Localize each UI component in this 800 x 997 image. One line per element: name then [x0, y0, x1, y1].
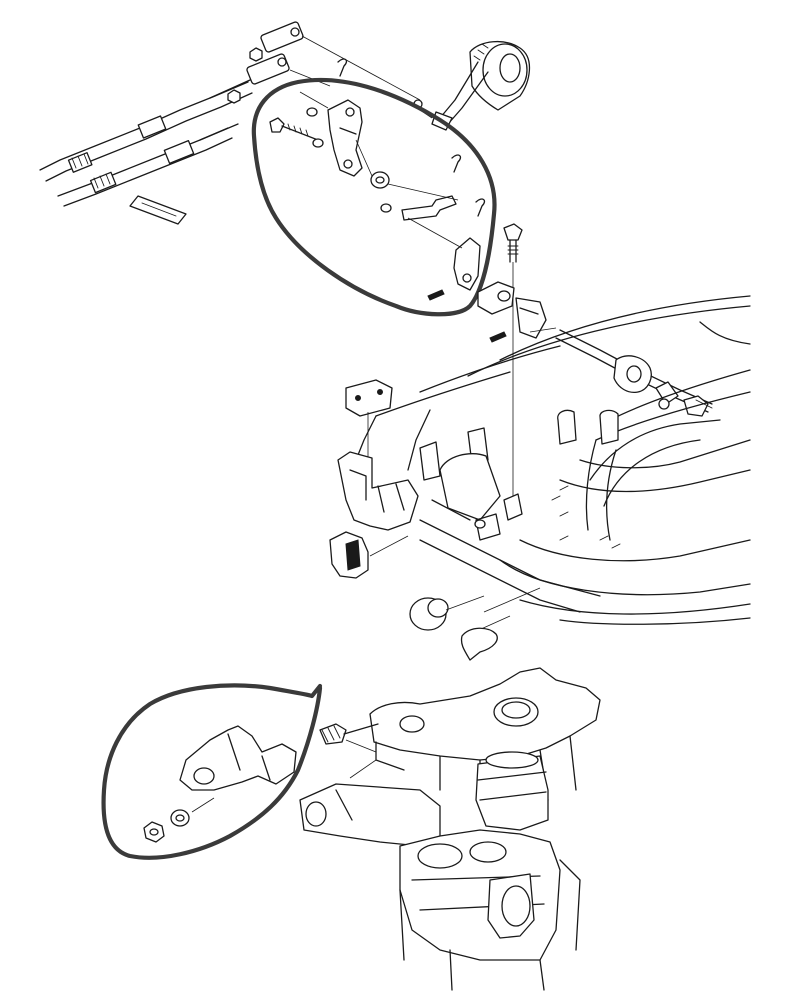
seal-bracket [337, 451, 419, 531]
left-side-parts [329, 379, 498, 661]
highlight-circle-linkage [251, 77, 497, 317]
rubber-pad [345, 379, 393, 417]
wedge-grommet [460, 627, 498, 661]
rod-end-upper [260, 21, 304, 53]
washer-icon [306, 107, 318, 117]
control-cables [39, 21, 421, 207]
vertical-bolt [503, 223, 523, 500]
nut-icon [249, 47, 263, 62]
bolt-head-icon [269, 117, 285, 133]
washer-icon [312, 138, 324, 148]
throttle-friction-knob [413, 41, 531, 131]
swivel-bracket [299, 667, 601, 991]
nut-icon [227, 89, 241, 104]
bolt-head-icon [503, 223, 523, 241]
cable-tag-plate [129, 195, 187, 225]
shift-arm [453, 237, 481, 291]
bottom-cowling [351, 295, 751, 635]
shift-shaft [555, 329, 713, 417]
cotter-pin-icon [475, 198, 486, 217]
mounting-bracket-plate [143, 725, 297, 843]
cotter-pin-icon [451, 154, 462, 173]
shift-coupling [477, 281, 557, 343]
bellcrank-lever [327, 99, 363, 177]
highlight-circle-bracket [101, 683, 323, 860]
shift-linkage-assembly [269, 58, 486, 301]
cotter-pin-icon [337, 58, 348, 77]
linkage-rod [401, 195, 457, 221]
